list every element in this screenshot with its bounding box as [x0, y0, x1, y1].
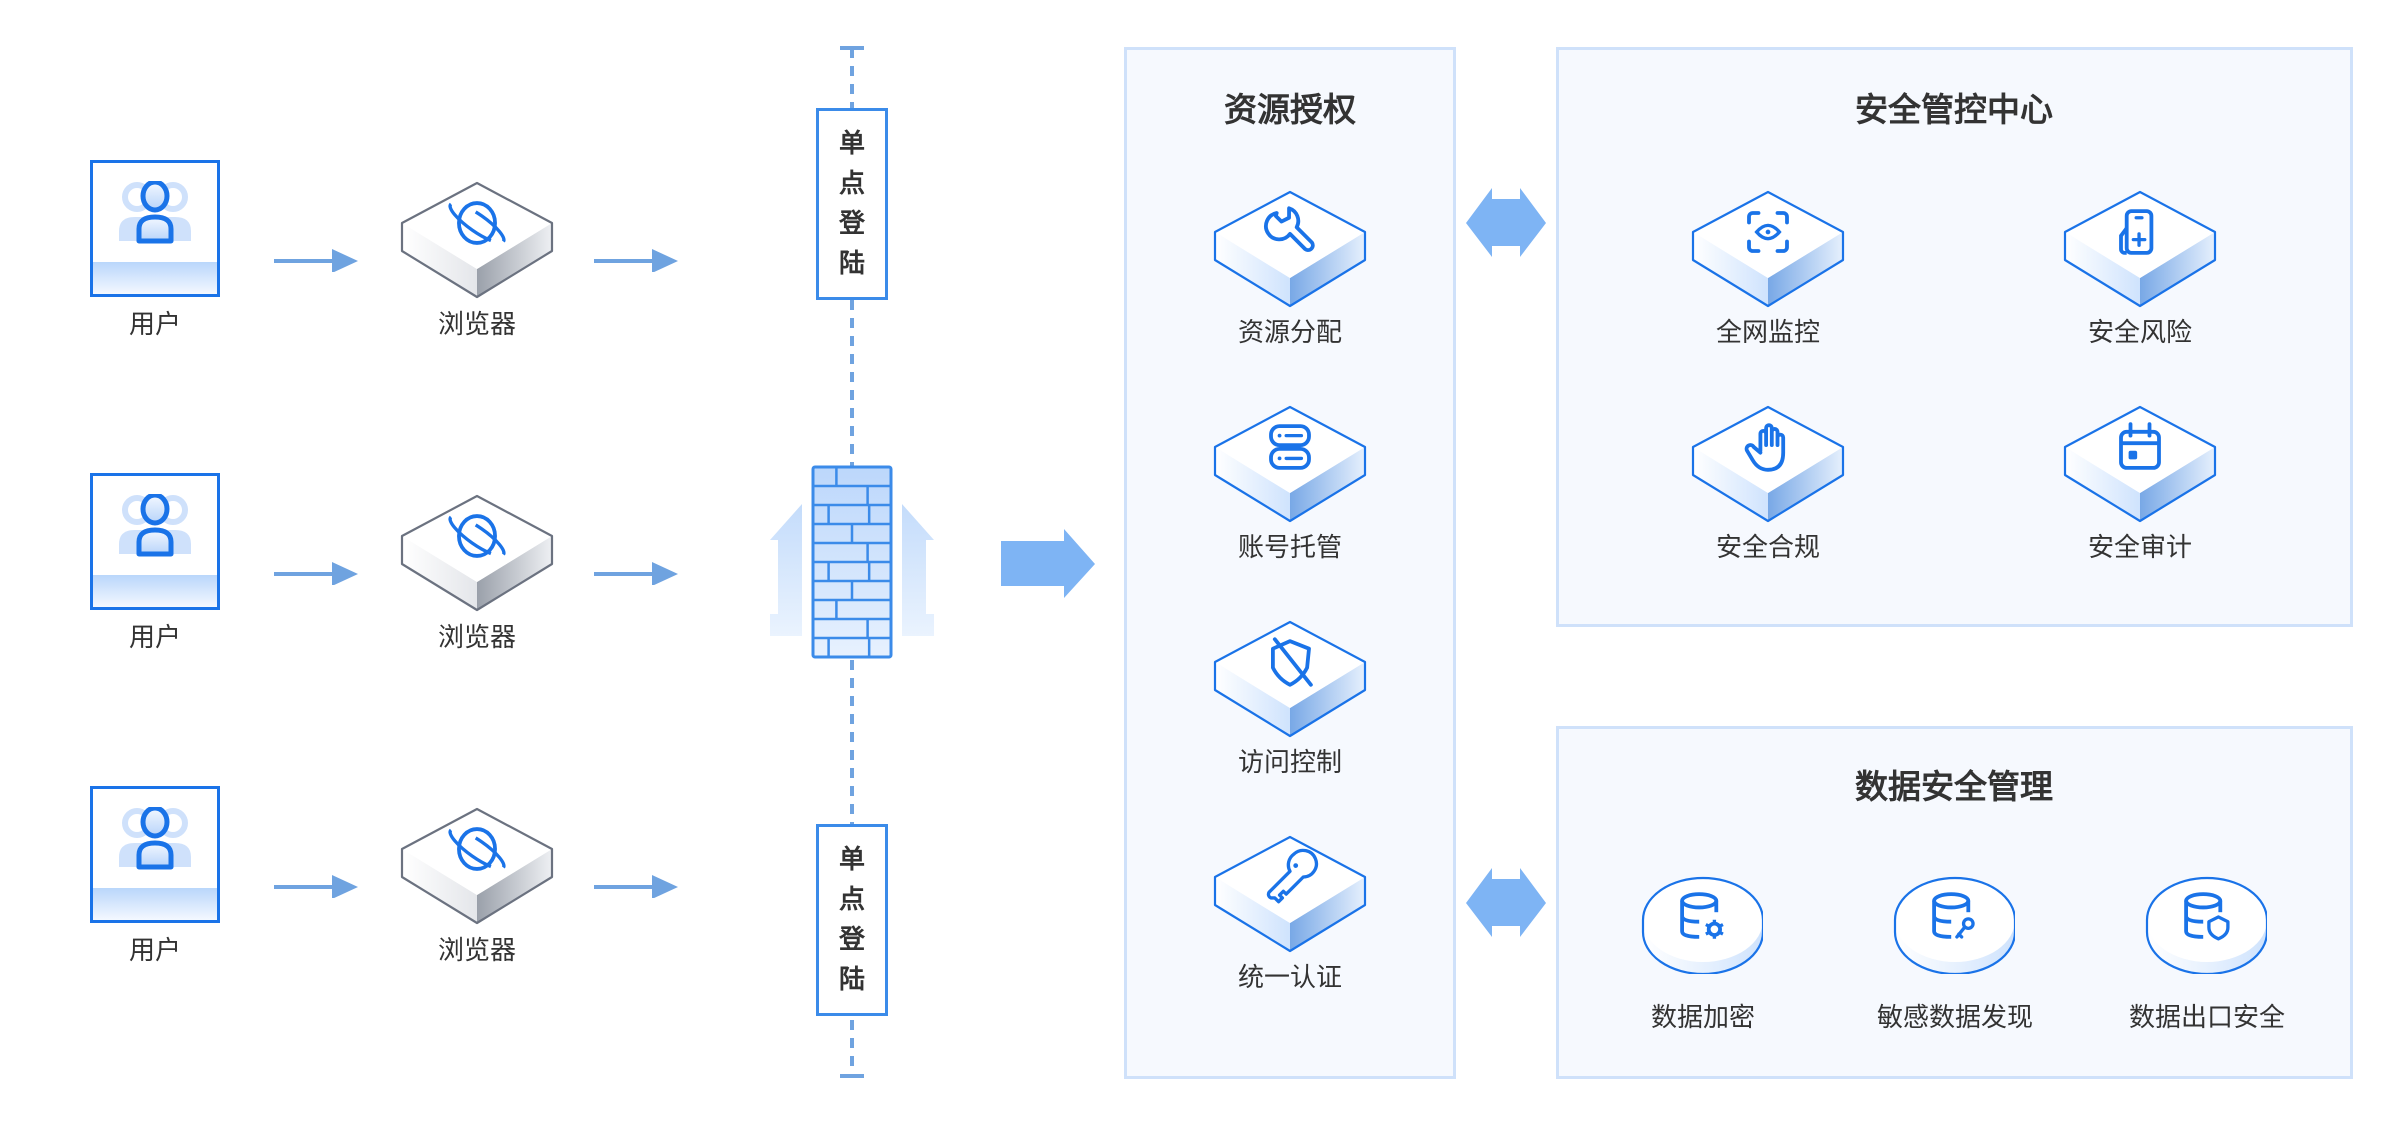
user-label: 用户: [128, 936, 182, 966]
database-key-icon: [1932, 892, 1975, 939]
user-node-base: [93, 575, 217, 607]
sso-char: 陆: [838, 249, 865, 279]
browser-label: 浏览器: [437, 310, 517, 340]
browser-cube: [400, 807, 554, 925]
data-panel-title: 数据安全管理: [1855, 767, 2053, 806]
resource-item-label: 账号托管: [1237, 533, 1343, 563]
security-control-center-panel: [1556, 47, 2353, 627]
user-node: [90, 160, 220, 297]
calendar-icon: [2119, 422, 2161, 470]
users-icon: [119, 181, 191, 244]
wrench-icon: [1264, 206, 1315, 252]
arrow-right-icon: [274, 875, 358, 898]
resource-item-cube: [1213, 405, 1367, 523]
sso-char: 登: [838, 209, 865, 239]
user-node-base: [93, 888, 217, 920]
user-label: 用户: [128, 310, 182, 340]
double-arrow-icon-top: [1466, 188, 1546, 257]
arrow-right-icon: [594, 249, 678, 272]
database-shield-icon: [2184, 892, 2230, 941]
medical-bag-icon: [2119, 209, 2154, 255]
double-arrow-icon-bottom: [1466, 868, 1546, 937]
eye-scan-icon: [1747, 211, 1789, 253]
resource-item-label: 访问控制: [1237, 748, 1343, 778]
data-item-label: 敏感数据发现: [1876, 1003, 2034, 1033]
sso-char: 单: [838, 845, 865, 875]
data-item-label: 数据出口安全: [2128, 1003, 2286, 1033]
resource-item-cube: [1213, 620, 1367, 738]
users-icon: [119, 494, 191, 557]
data-item-label: 数据加密: [1650, 1003, 1756, 1033]
user-node: [90, 786, 220, 923]
firewall-icon: [770, 465, 934, 659]
security-item-label: 全网监控: [1715, 318, 1821, 348]
user-node: [90, 473, 220, 610]
resource-item-label: 统一认证: [1237, 963, 1343, 993]
user-node-base: [93, 262, 217, 294]
sso-char: 登: [838, 925, 865, 955]
security-item-label: 安全风险: [2087, 318, 2193, 348]
sso-char: 点: [838, 169, 865, 199]
sso-char: 陆: [838, 965, 865, 995]
browser-label: 浏览器: [437, 623, 517, 653]
security-item-label: 安全合规: [1715, 533, 1821, 563]
arrow-right-icon: [594, 875, 678, 898]
security-item-cube: [2063, 190, 2217, 308]
shield-off-icon: [1270, 637, 1313, 687]
planet-icon: [448, 201, 506, 245]
security-item-label: 安全审计: [2087, 533, 2193, 563]
security-item-cube: [1691, 190, 1845, 308]
users-icon: [119, 807, 191, 870]
big-right-arrow-icon: [1001, 529, 1095, 598]
security-panel-title: 安全管控中心: [1855, 90, 2053, 129]
user-label: 用户: [128, 623, 182, 653]
browser-cube: [400, 494, 554, 612]
browser-label: 浏览器: [437, 936, 517, 966]
server-icon: [1269, 424, 1311, 470]
arrow-right-icon: [274, 249, 358, 272]
database-gear-icon: [1680, 892, 1724, 939]
hand-stop-icon: [1744, 423, 1786, 472]
resource-item-cube: [1213, 835, 1367, 953]
resource-item-label: 资源分配: [1237, 318, 1343, 348]
arrow-right-icon: [274, 562, 358, 585]
up-arrow-left-icon: [770, 504, 802, 636]
resource-item-cube: [1213, 190, 1367, 308]
resource-panel-title: 资源授权: [1224, 90, 1356, 129]
sso-char: 单: [838, 129, 865, 159]
feature-disc: [1893, 876, 2015, 974]
sso-char: 点: [838, 885, 865, 915]
sso-box-top: 单 点 登 陆: [816, 108, 888, 300]
feature-disc: [1641, 876, 1763, 974]
browser-cube: [400, 181, 554, 299]
key-icon: [1266, 848, 1319, 904]
arrow-right-icon: [594, 562, 678, 585]
security-item-cube: [1691, 405, 1845, 523]
up-arrow-right-icon: [902, 504, 934, 636]
security-item-cube: [2063, 405, 2217, 523]
sso-box-bottom: 单 点 登 陆: [816, 824, 888, 1016]
feature-disc: [2145, 876, 2267, 974]
